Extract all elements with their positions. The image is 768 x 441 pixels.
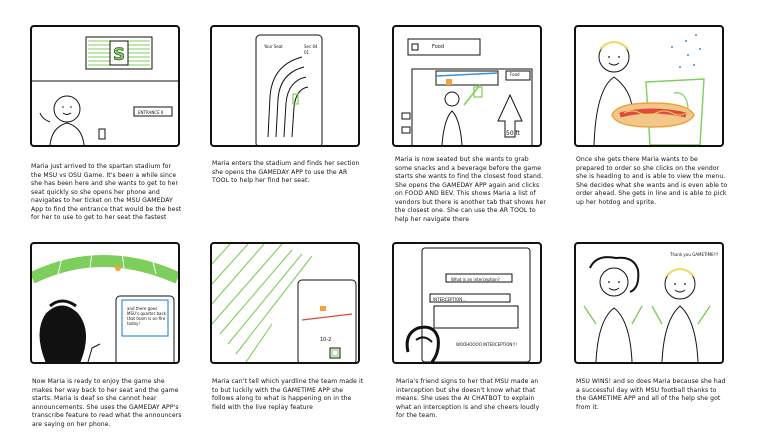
storyboard-panel-6: 10-2 (210, 242, 360, 364)
storyboard-panel-3: Food Food 50 ft (392, 25, 542, 147)
panel-4-caption: Once she gets there Maria wants to be pr… (576, 156, 728, 206)
panel-1-caption: Maria just arrived to the spartan stadiu… (31, 163, 182, 221)
panel-5-caption: Now Maria is ready to enjoy the game she… (32, 378, 182, 428)
storyboard-panel-7: What is an interception? INTERCEPTION...… (392, 242, 542, 364)
panel-3-caption: Maria is now seated but she wants to gra… (395, 156, 547, 223)
entrance-sign-label: ENTRANCE 6 (138, 110, 164, 115)
distance-label: 50 ft (506, 130, 520, 137)
panel-2-caption: Maria enters the stadium and finds her s… (212, 160, 360, 184)
score-label: 10-2 (320, 337, 332, 343)
row-label: 01 (304, 50, 310, 55)
storyboard-panel-2: Your Seat Sec 04 01 (210, 25, 360, 147)
panel-3-drawing (401, 38, 533, 145)
storyboard-panel-8: Thank you GAMETIME!!! (574, 242, 724, 364)
cheer-text: WOOHOOOO INTERCEPTION!!! (456, 342, 518, 347)
panel-6-caption: Maria can't tell which yardline the team… (212, 378, 364, 411)
thank-you-text: Thank you GAMETIME!!! (670, 252, 719, 257)
panel-7-caption: Maria's friend signs to her that MSU mad… (396, 378, 540, 419)
chatbot-question: What is an interception? (451, 277, 500, 282)
food-tab-label: Food (432, 44, 444, 50)
storyboard-panel-5: and there goes MSU's quarter back that t… (30, 242, 180, 364)
food-sign-label: Food (510, 72, 520, 77)
section-label: Sec 04 (304, 44, 318, 49)
panel-4-drawing (593, 34, 705, 145)
svg-text:S: S (113, 45, 125, 65)
panel-2-drawing (255, 34, 323, 145)
your-seat-label: Your Seat (264, 44, 283, 49)
panel-8-drawing (583, 256, 711, 362)
panel-8-caption: MSU WINS! and so does Maria because she … (576, 378, 726, 411)
chatbot-answer: INTERCEPTION... (433, 297, 467, 302)
panel-7-drawing (405, 247, 531, 362)
panel-5-drawing (32, 251, 178, 362)
storyboard-panel-1: S ENTRANCE 6 (30, 25, 180, 147)
transcript-text: and there goes MSU's quarter back that t… (127, 306, 166, 326)
storyboard-panel-4 (574, 25, 724, 147)
panel-6-drawing (212, 244, 357, 362)
panel-1-drawing: S (32, 36, 178, 145)
